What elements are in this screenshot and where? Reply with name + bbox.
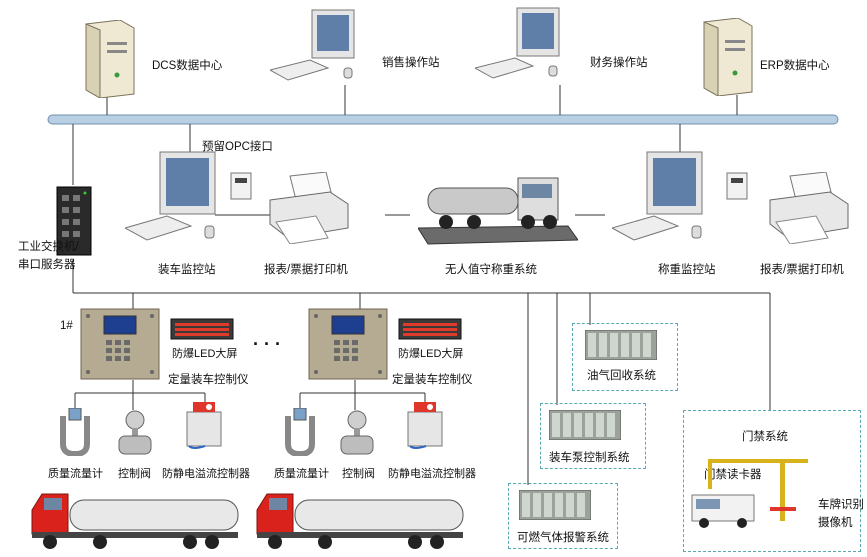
- plc-rack-icon: [549, 410, 621, 440]
- antistatic-label-1: 防静电溢流控制器: [162, 468, 250, 480]
- led-screen-2: [398, 318, 462, 345]
- vapor-label: 油气回收系统: [587, 370, 656, 382]
- loading-controller-2: [308, 308, 388, 385]
- controller-label-1: 定量装车控制仪: [168, 374, 249, 386]
- printer-left-label: 报表/票据打印机: [264, 264, 348, 276]
- antistatic-controller-1: [183, 402, 227, 457]
- loading-station-label: 装车监控站: [158, 264, 216, 276]
- controller-label-2: 定量装车控制仪: [392, 374, 473, 386]
- reader-label: 门禁读卡器: [704, 469, 762, 481]
- erp-label: ERP数据中心: [760, 60, 830, 72]
- vapor-recovery-box: 油气回收系统: [572, 323, 678, 391]
- flowmeter-1: [55, 407, 95, 461]
- led-label-1: 防爆LED大屏: [172, 348, 238, 360]
- loading-monitor-workstation: [123, 150, 225, 255]
- switch-label-line2: 串口服务器: [18, 259, 76, 271]
- unmanned-weigh-label: 无人值守称重系统: [445, 264, 537, 276]
- tanker-truck-2: [255, 488, 470, 557]
- led-screen-1: [170, 318, 234, 345]
- access-title: 门禁系统: [742, 431, 788, 443]
- printer-left: [268, 171, 350, 249]
- industrial-switch: [55, 185, 93, 262]
- network-bus: [47, 114, 839, 125]
- control-valve-1: [115, 410, 155, 463]
- loading-controller-1: [80, 308, 160, 385]
- control-valve-2: [337, 410, 377, 463]
- access-control-box: 门禁系统 门禁读卡器 车牌识别 摄像机: [683, 410, 864, 552]
- finance-label: 财务操作站: [590, 57, 648, 69]
- switch-label-line1: 工业交换机/: [18, 241, 79, 253]
- flowmeter-2: [280, 407, 320, 461]
- printer-right-label: 报表/票据打印机: [760, 264, 844, 276]
- pump-label: 装车泵控制系统: [549, 452, 630, 464]
- printer-right: [768, 171, 850, 249]
- weigh-monitor-workstation: [610, 150, 712, 255]
- card-reader-right: [726, 172, 748, 205]
- antistatic-label-2: 防静电溢流控制器: [388, 468, 476, 480]
- camera-label-line1: 车牌识别: [818, 499, 864, 511]
- weigh-station-label: 称重监控站: [658, 264, 716, 276]
- plc-rack-icon: [585, 330, 657, 360]
- weighbridge-truck: [417, 168, 579, 253]
- pump-control-box: 装车泵控制系统: [540, 403, 646, 469]
- barrier-gate-scene: [691, 459, 808, 528]
- erp-server: [698, 17, 754, 101]
- plc-rack-icon: [519, 490, 591, 520]
- sales-workstation: [268, 8, 360, 95]
- opc-label: 预留OPC接口: [202, 141, 273, 153]
- camera-label-line2: 摄像机: [818, 517, 853, 529]
- led-label-2: 防爆LED大屏: [398, 348, 464, 360]
- valve-label-2: 控制阀: [342, 468, 375, 480]
- gas-alarm-box: 可燃气体报警系统: [508, 483, 618, 549]
- flowmeter-label-1: 质量流量计: [48, 468, 103, 480]
- antistatic-controller-2: [404, 402, 448, 457]
- tanker-truck-1: [30, 488, 245, 557]
- dcs-label: DCS数据中心: [152, 60, 223, 72]
- finance-workstation: [473, 6, 565, 93]
- sales-label: 销售操作站: [382, 57, 440, 69]
- flowmeter-label-2: 质量流量计: [274, 468, 329, 480]
- bay-number: 1#: [60, 320, 73, 332]
- dcs-server: [80, 19, 136, 103]
- gas-alarm-label: 可燃气体报警系统: [517, 532, 609, 544]
- card-reader-left: [230, 172, 252, 205]
- valve-label-1: 控制阀: [118, 468, 151, 480]
- bay-ellipsis: · · ·: [253, 334, 281, 354]
